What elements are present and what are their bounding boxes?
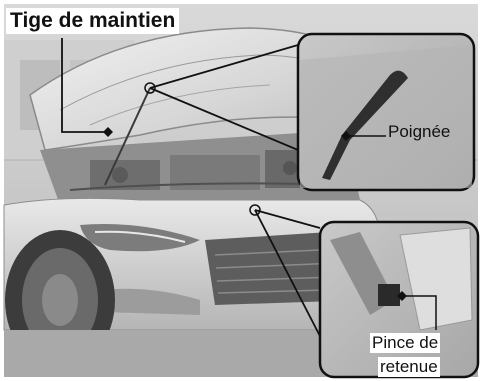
support-rod-label: Tige de maintien <box>6 8 180 35</box>
support-rod-callout-line <box>61 38 108 133</box>
retaining-clip-label-line2: retenue <box>378 357 440 377</box>
support-rod-callout-marker <box>103 127 113 137</box>
retaining-clip-part <box>378 284 400 306</box>
clip-magnifier-lines <box>254 209 323 341</box>
handle-part <box>322 70 408 180</box>
support-rod <box>104 87 151 186</box>
clip-inset <box>318 220 480 379</box>
retaining-clip-label-line1: Pince de <box>370 333 441 353</box>
handle-magnifier-lines <box>149 44 299 151</box>
handle-inset <box>296 32 476 192</box>
handle-label: Poignée <box>388 122 451 141</box>
